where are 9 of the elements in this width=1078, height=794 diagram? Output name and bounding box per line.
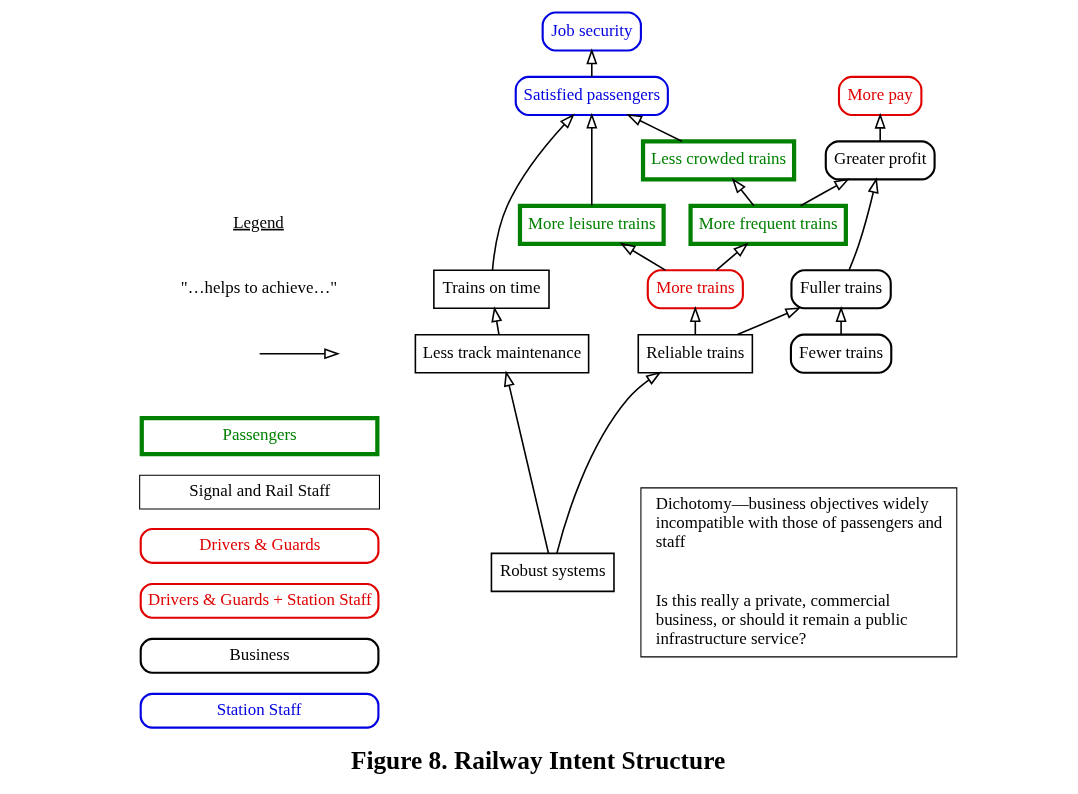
legend-label: Station Staff — [216, 699, 301, 719]
legend-label: "…helps to achieve…" — [180, 278, 337, 298]
legend-label: Drivers & Guards + Station Staff — [147, 589, 372, 609]
label: Legend — [232, 212, 284, 232]
legend-label: Drivers & Guards — [198, 534, 320, 554]
legend-label: Signal and Rail Staff — [188, 481, 330, 501]
legend-label: Passengers — [222, 425, 297, 445]
legend-label: Business — [228, 644, 290, 664]
caption: Figure 8. Railway Intent Structure — [350, 746, 725, 775]
